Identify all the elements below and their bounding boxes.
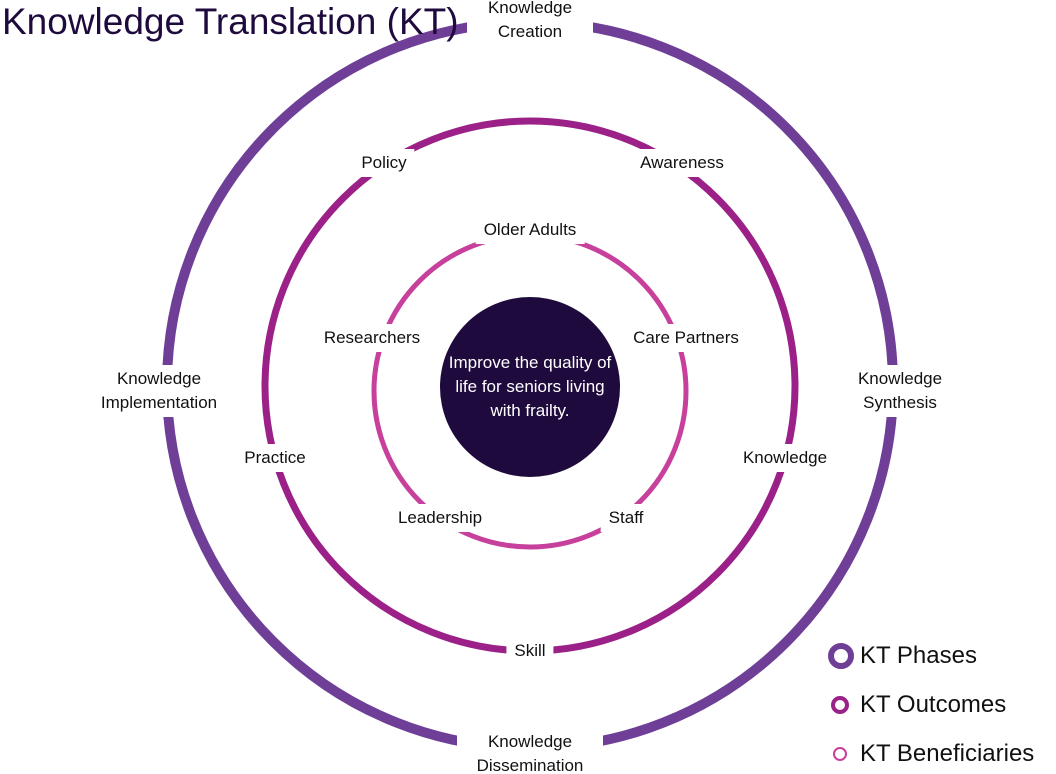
diagram-title: Knowledge Translation (KT) [2, 1, 459, 42]
phase-label: Knowledge Synthesis [842, 365, 958, 417]
legend-item-phases: KT Phases [828, 642, 977, 670]
phase-label: Knowledge Implementation [81, 365, 237, 417]
outcomes-ring-icon [831, 696, 849, 714]
legend-item-outcomes: KT Outcomes [831, 691, 1006, 719]
beneficiaries-ring-icon [833, 747, 847, 761]
beneficiary-label: Researchers [315, 324, 429, 352]
outcome-label: Skill [506, 637, 554, 665]
phases-ring-icon [828, 643, 854, 669]
core-circle [440, 297, 620, 477]
legend-item-beneficiaries: KT Beneficiaries [833, 740, 1034, 768]
beneficiary-label: Older Adults [475, 216, 585, 244]
beneficiary-label: Staff [600, 504, 652, 532]
outcome-label: Awareness [632, 149, 732, 177]
legend-label: KT Beneficiaries [860, 740, 1035, 767]
phase-label: Knowledge Creation [467, 0, 593, 46]
beneficiary-label: Leadership [389, 504, 491, 532]
outcome-label: Practice [236, 444, 314, 472]
legend-label: KT Outcomes [860, 691, 1007, 718]
outcome-label: Knowledge [734, 444, 836, 472]
beneficiary-label: Care Partners [625, 324, 747, 352]
phase-label: Knowledge Dissemination [457, 728, 603, 774]
legend-label: KT Phases [860, 642, 977, 669]
outcome-label: Policy [353, 149, 415, 177]
core-goal: Improve the quality of life for seniors … [448, 353, 612, 420]
